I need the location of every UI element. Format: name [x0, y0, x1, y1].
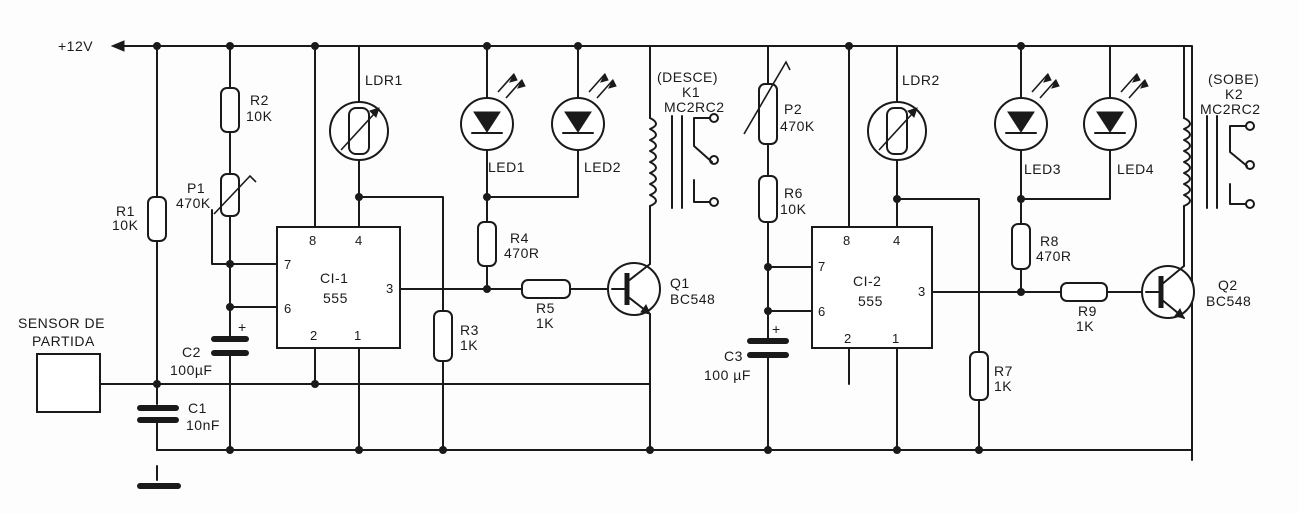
- resistor-r6: R6 10K: [758, 175, 807, 223]
- p1-ref: P1: [187, 180, 205, 196]
- r3-ref: R3: [460, 322, 479, 338]
- potentiometer-p1: P1 470K: [176, 173, 257, 217]
- resistor-r3: R3 1K: [433, 310, 479, 362]
- c3-value: 100 µF: [704, 367, 751, 383]
- ci2-ref: CI-2: [853, 273, 881, 289]
- r1-value: 10K: [112, 217, 139, 233]
- r8-value: 470R: [1036, 248, 1071, 264]
- ci1-pin7: 7: [284, 257, 292, 272]
- k2-type: MC2RC2: [1200, 101, 1261, 117]
- led-2: LED2: [551, 72, 621, 175]
- wires: [99, 40, 1193, 481]
- k2-ref: K2: [1225, 86, 1243, 102]
- ci1-pin6: 6: [284, 301, 292, 316]
- junction-dots: [153, 42, 1025, 454]
- ci1-type: 555: [323, 290, 348, 306]
- ldr1-label: LDR1: [365, 72, 403, 88]
- led4-label: LED4: [1117, 161, 1154, 177]
- sensor-label-line2: PARTIDA: [32, 333, 95, 349]
- c1-value: 10nF: [186, 417, 220, 433]
- ci2-pin8: 8: [843, 233, 851, 248]
- ci2-pin3: 3: [918, 284, 926, 299]
- ci1-pin4: 4: [355, 233, 363, 248]
- ldr-1: LDR1: [329, 72, 403, 161]
- c2-plus: +: [238, 319, 247, 335]
- capacitor-c2: + C2 100µF: [170, 319, 249, 378]
- ci1-pin3: 3: [386, 281, 394, 296]
- ci2-pin2: 2: [844, 331, 852, 346]
- resistor-r7: R7 1K: [969, 351, 1013, 401]
- ci1-ref: CI-1: [320, 270, 348, 286]
- r2-ref: R2: [250, 92, 269, 108]
- ci2-pin4: 4: [893, 233, 901, 248]
- resistor-r8: R8 470R: [1011, 223, 1071, 270]
- ci1-pin1: 1: [354, 328, 362, 343]
- r1-ref: R1: [116, 203, 135, 219]
- supply-label: +12V: [58, 38, 93, 54]
- relay-k1: (DESCE) K1 MC2RC2: [649, 69, 725, 209]
- r7-value: 1K: [994, 378, 1012, 394]
- r5-value: 1K: [536, 315, 554, 331]
- resistor-r5: R5 1K: [521, 279, 571, 331]
- k1-type: MC2RC2: [664, 99, 725, 115]
- k1-ref: K1: [682, 84, 700, 100]
- c2-value: 100µF: [170, 362, 212, 378]
- ic-ci2: 8 4 7 6 3 2 1 CI-2 555: [811, 226, 933, 349]
- ci1-pin8: 8: [309, 233, 317, 248]
- ci2-pin7: 7: [818, 259, 826, 274]
- led-4: LED4: [1083, 72, 1154, 177]
- r9-value: 1K: [1076, 318, 1094, 334]
- p2-value: 470K: [780, 118, 815, 134]
- relay-k2: (SOBE) K2 MC2RC2: [1183, 71, 1261, 209]
- k1-role: (DESCE): [657, 69, 718, 85]
- ldr-2: LDR2: [867, 72, 940, 161]
- p1-value: 470K: [176, 195, 211, 211]
- k2-role: (SOBE): [1208, 71, 1259, 87]
- r6-ref: R6: [784, 185, 803, 201]
- resistor-r2: R2 10K: [220, 87, 273, 133]
- r3-value: 1K: [460, 337, 478, 353]
- ic-ci1: 8 4 7 6 3 2 1 CI-1 555: [276, 226, 401, 349]
- r8-ref: R8: [1040, 233, 1059, 249]
- ci2-type: 555: [858, 293, 883, 309]
- q1-type: BC548: [670, 291, 715, 307]
- ci1-pin2: 2: [310, 328, 318, 343]
- ci2-pin1: 1: [892, 331, 900, 346]
- c1-ref: C1: [188, 400, 207, 416]
- c2-ref: C2: [182, 344, 201, 360]
- c3-plus: +: [772, 321, 781, 337]
- led1-label: LED1: [488, 159, 525, 175]
- r6-value: 10K: [780, 201, 807, 217]
- ldr2-label: LDR2: [902, 72, 940, 88]
- start-sensor: SENSOR DE PARTIDA: [18, 315, 105, 413]
- r4-ref: R4: [510, 230, 529, 246]
- c3-ref: C3: [724, 348, 743, 364]
- transistor-q2: Q2 BC548: [1141, 265, 1251, 319]
- resistor-r9: R9 1K: [1060, 282, 1108, 334]
- capacitor-c1: C1 10nF: [137, 400, 220, 433]
- capacitor-c3: + C3 100 µF: [704, 321, 789, 383]
- q1-ref: Q1: [670, 275, 690, 291]
- resistor-r4: R4 470R: [477, 221, 539, 267]
- r4-value: 470R: [504, 245, 539, 261]
- led-3: LED3: [994, 72, 1061, 177]
- r9-ref: R9: [1078, 303, 1097, 319]
- r2-value: 10K: [246, 108, 273, 124]
- potentiometer-p2: P2 470K: [743, 60, 815, 145]
- ci2-pin6: 6: [818, 304, 826, 319]
- transistor-q1: Q1 BC548: [607, 262, 715, 316]
- led3-label: LED3: [1024, 161, 1061, 177]
- led2-label: LED2: [584, 159, 621, 175]
- resistor-r1: R1 10K: [112, 196, 167, 242]
- sensor-label-line1: SENSOR DE: [18, 315, 105, 331]
- q2-type: BC548: [1206, 293, 1251, 309]
- r7-ref: R7: [994, 363, 1013, 379]
- p2-ref: P2: [784, 101, 802, 117]
- r5-ref: R5: [536, 300, 555, 316]
- q2-ref: Q2: [1218, 277, 1238, 293]
- led-1: LED1: [460, 72, 526, 175]
